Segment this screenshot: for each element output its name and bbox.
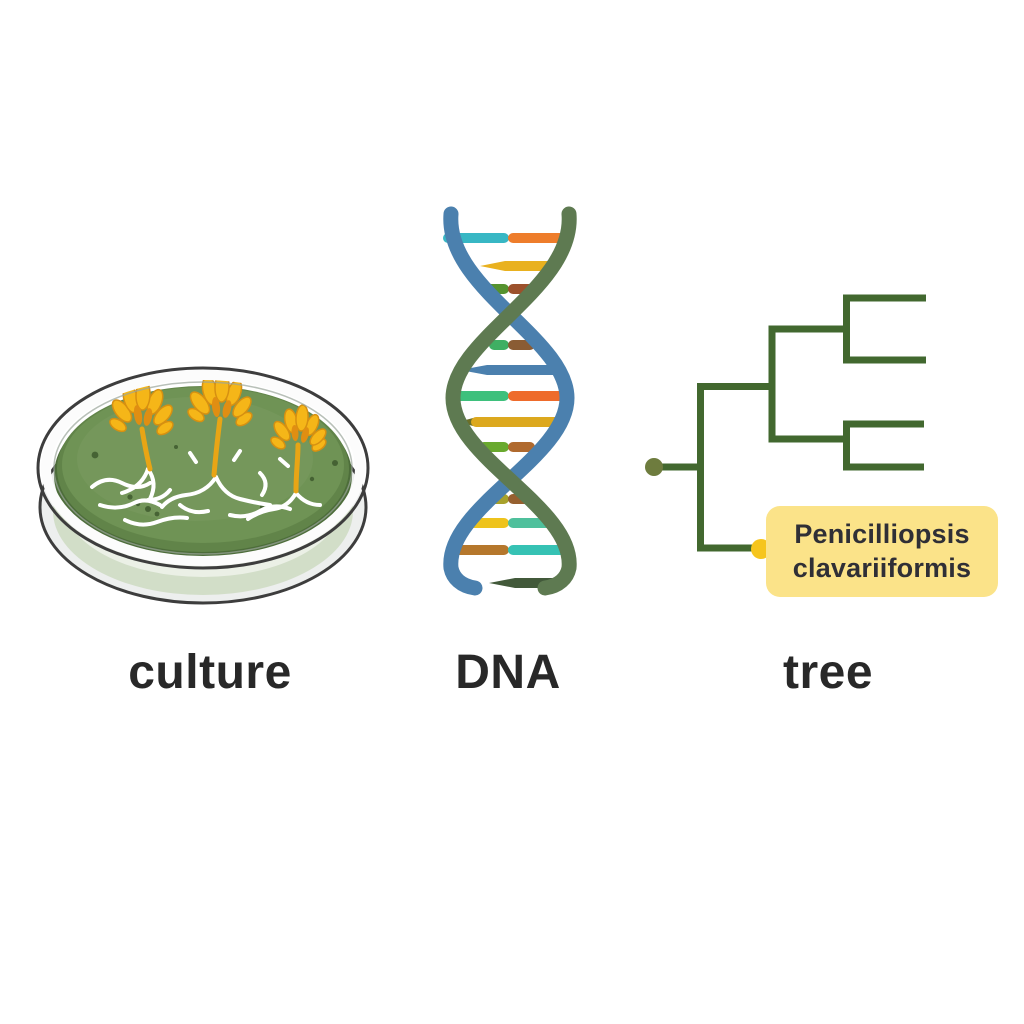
dish-glass-rim: [36, 366, 370, 570]
petri-dish-illustration: [36, 366, 370, 605]
taxon-name-line1: Penicilliopsis: [794, 518, 970, 549]
tree-branches: [654, 294, 926, 552]
culture-label: culture: [128, 646, 292, 699]
agar-spots: [91, 445, 338, 517]
dna-strand-green: [445, 206, 577, 596]
phylogenetic-tree-illustration: [645, 294, 926, 559]
fruiting-bodies: [109, 371, 327, 494]
tree-label: tree: [782, 646, 874, 699]
tree-panel: [630, 270, 960, 575]
taxon-label-box: Penicilliopsis clavariiformis: [766, 506, 998, 597]
fruiting-body-cluster: [187, 371, 253, 478]
mycelium-hyphae: [90, 449, 322, 527]
taxon-name-line2: clavariiformis: [792, 552, 972, 583]
dna-panel: [425, 198, 595, 603]
fruiting-body-cluster: [109, 379, 174, 472]
culture-panel: [30, 355, 380, 620]
fruiting-body-cluster: [270, 404, 327, 494]
dna-label: DNA: [455, 646, 561, 699]
dna-helix-illustration: [443, 206, 577, 596]
root-node-dot: [645, 458, 663, 476]
dna-strand-blue: [443, 206, 575, 596]
